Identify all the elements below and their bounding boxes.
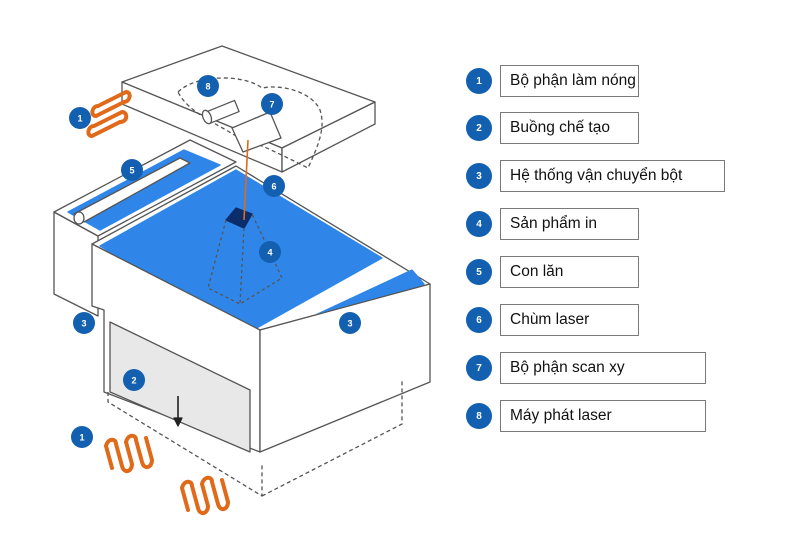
legend-number: 4: [466, 211, 492, 237]
laser-emitter: [201, 99, 240, 125]
badge-beam: 6: [263, 175, 285, 197]
printed-product: [207, 207, 283, 305]
legend-number: 8: [466, 403, 492, 429]
roller: [73, 157, 191, 225]
legend-label: Sản phẩm in: [500, 208, 639, 240]
heater-coil-right: [180, 475, 230, 515]
svg-text:5: 5: [129, 166, 134, 176]
legend-number: 6: [466, 307, 492, 333]
svg-text:3: 3: [347, 319, 352, 329]
legend-number: 1: [466, 68, 492, 94]
svg-text:3: 3: [81, 319, 86, 329]
badge-chamber: 2: [123, 369, 145, 391]
legend-label: Con lăn: [500, 256, 639, 288]
badge-roller: 5: [121, 159, 143, 181]
badge-powder-right: 3: [339, 312, 361, 334]
badge-heater-top: 1: [69, 107, 91, 129]
heater-coil-top: [86, 90, 132, 138]
badge-laser: 8: [197, 75, 219, 97]
badge-heater-bottom: 1: [71, 426, 93, 448]
build-block-right: [259, 283, 431, 453]
down-arrow-icon: [173, 396, 183, 427]
svg-text:6: 6: [271, 182, 276, 192]
legend-number: 2: [466, 115, 492, 141]
svg-text:4: 4: [267, 248, 272, 258]
legend-label: Hệ thống vận chuyển bột: [500, 160, 725, 192]
chamber-outline: [107, 380, 403, 497]
legend-label: Buồng chế tạo: [500, 112, 639, 144]
badge-scanner: 7: [261, 93, 283, 115]
svg-text:7: 7: [269, 100, 274, 110]
legend-number: 5: [466, 259, 492, 285]
legend-label: Bộ phận scan xy: [500, 352, 706, 384]
legend-label: Bộ phận làm nóng: [500, 65, 639, 97]
laser-housing: [121, 45, 376, 173]
legend-label: Chùm laser: [500, 304, 639, 336]
badge-powder-left: 3: [73, 312, 95, 334]
xy-scanner: [231, 111, 282, 153]
laser-beam: [243, 139, 249, 221]
legend-number: 3: [466, 163, 492, 189]
legend-number: 7: [466, 355, 492, 381]
legend-label: Máy phát laser: [500, 400, 706, 432]
svg-text:1: 1: [77, 114, 82, 124]
build-piston: [109, 321, 251, 453]
svg-text:2: 2: [131, 376, 136, 386]
svg-text:1: 1: [79, 433, 84, 443]
badge-product: 4: [259, 241, 281, 263]
heater-coil-left: [104, 433, 154, 473]
svg-text:8: 8: [205, 82, 210, 92]
